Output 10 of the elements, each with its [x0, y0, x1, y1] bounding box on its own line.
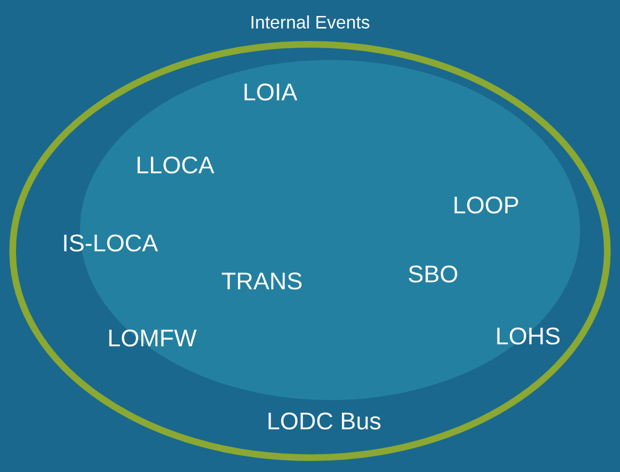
event-label: LODC Bus [268, 412, 380, 430]
event-label: IS-LOCA [64, 234, 158, 252]
heading-text: Internal Events [252, 15, 370, 29]
event-label: LLOCA [138, 156, 214, 174]
event-label: LOIA [244, 84, 298, 100]
event-label: LOHS [497, 328, 560, 344]
event-label: SBO [408, 266, 458, 282]
event-label: LOOP [454, 196, 518, 214]
event-label: TRANS [222, 272, 302, 290]
event-label: LOMFW [109, 330, 197, 346]
